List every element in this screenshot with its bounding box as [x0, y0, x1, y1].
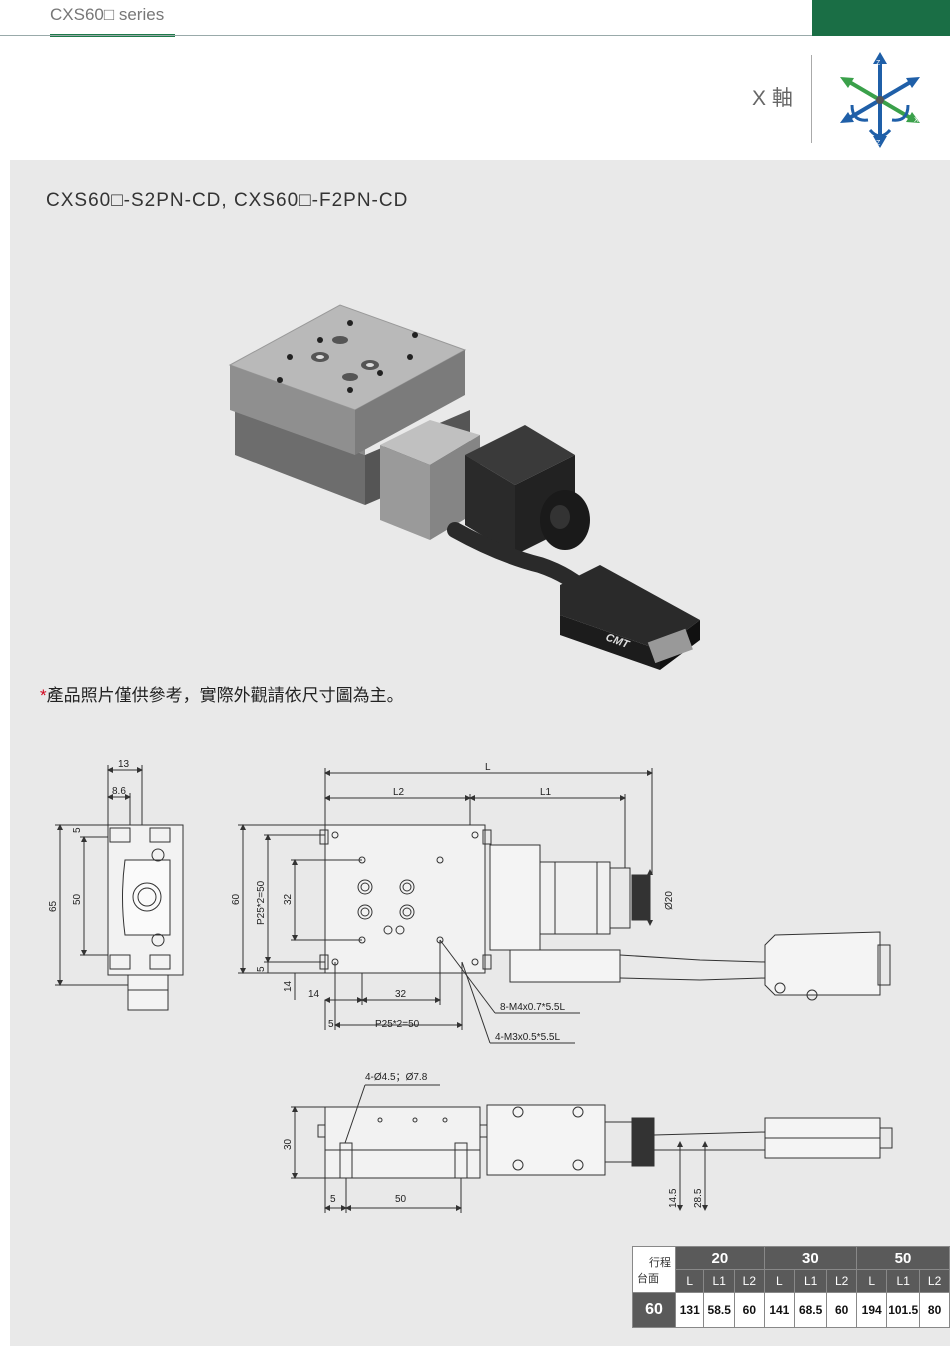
cell: 80 — [919, 1292, 950, 1328]
cell: 194 — [856, 1292, 888, 1328]
model-title: CXS60□-S2PN-CD, CXS60□-F2PN-CD — [46, 190, 409, 211]
product-photo: CMT — [228, 304, 700, 670]
col-L: L — [763, 1269, 795, 1293]
cell: 68.5 — [793, 1292, 828, 1328]
axis-x: X — [914, 117, 919, 124]
col-L1: L1 — [703, 1269, 735, 1293]
table-label: 台面 — [637, 1272, 659, 1285]
col-L: L — [856, 1269, 888, 1293]
col-L1: L1 — [886, 1269, 921, 1293]
axis-z-bottom: Z — [876, 140, 881, 147]
spec-table: 行程 台面 20 30 50 L L1 L2 L L1 L2 L L1 L2 6… — [631, 1246, 950, 1328]
stroke-header-30: 30 — [763, 1246, 858, 1270]
table-row: 60 131 58.5 60 141 68.5 60 194 101.5 80 — [631, 1292, 950, 1328]
col-L2: L2 — [826, 1269, 858, 1293]
note-asterisk: * — [40, 686, 47, 705]
cell: 60 — [826, 1292, 858, 1328]
col-L2: L2 — [919, 1269, 950, 1293]
col-L1: L1 — [793, 1269, 828, 1293]
col-L: L — [675, 1269, 705, 1293]
cell: 58.5 — [703, 1292, 735, 1328]
header-accent-block — [812, 0, 950, 36]
axis-z-top: Z — [876, 60, 881, 67]
photo-disclaimer: *產品照片僅供參考，實際外觀請依尺寸圖為主。 — [40, 681, 404, 706]
cell: 101.5 — [886, 1292, 921, 1328]
header-rule — [0, 35, 812, 36]
axis-label: X 軸 — [752, 87, 793, 110]
header-divider — [811, 55, 812, 143]
stroke-label: 行程 — [649, 1256, 672, 1269]
note-text: 產品照片僅供參考，實際外觀請依尺寸圖為主。 — [46, 686, 404, 705]
cell: 131 — [675, 1292, 705, 1328]
cell: 141 — [763, 1292, 795, 1328]
table-corner: 行程 台面 — [631, 1246, 677, 1293]
stroke-header-20: 20 — [675, 1246, 765, 1270]
col-L2: L2 — [733, 1269, 765, 1293]
cell: 60 — [733, 1292, 765, 1328]
stroke-header-50: 50 — [856, 1246, 950, 1270]
xyz-axis-icon: Z Z X — [840, 52, 920, 148]
series-title: CXS60□ series — [50, 5, 165, 24]
row-size: 60 — [631, 1292, 677, 1328]
